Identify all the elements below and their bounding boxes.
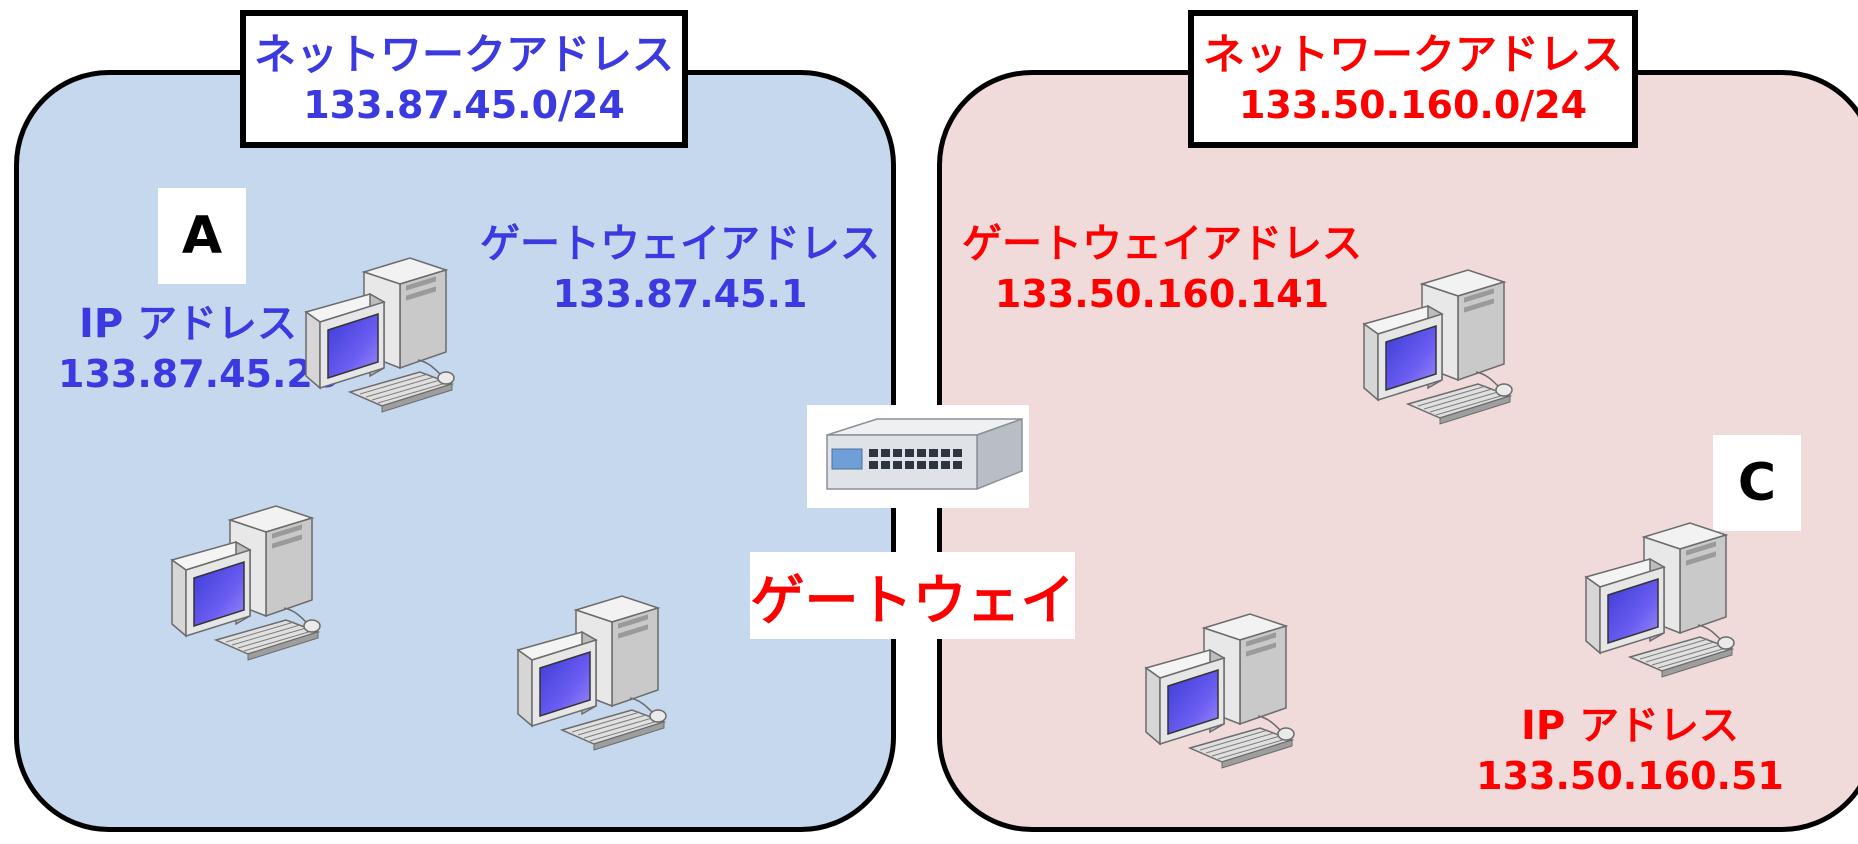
gateway-switch [807,405,1029,508]
host-a-ip-caption: IP アドレス [78,301,298,347]
host-a-ip-address: 133.87.45.26 [58,352,340,396]
desktop-computer-icon [517,595,667,751]
left-gateway-label: ゲートウェイアドレス 133.87.45.1 [470,218,890,319]
network-left-header: ネットワークアドレス 133.87.45.0/24 [240,10,688,148]
right-gateway-label: ゲートウェイアドレス 133.50.160.141 [952,218,1372,319]
desktop-computer-icon [1363,269,1513,425]
network-right-header: ネットワークアドレス 133.50.160.0/24 [1188,10,1638,148]
host-c-ip-caption: IP アドレス [1520,703,1740,749]
host-a-badge: A [158,188,246,284]
desktop-computer-icon [1585,522,1735,678]
host-c-badge: C [1713,435,1801,531]
network-left-address: 133.87.45.0/24 [303,82,625,127]
host-c-ip-address: 133.50.160.51 [1476,754,1784,798]
network-left-area [14,70,896,832]
left-gateway-caption: ゲートウェイアドレス [480,221,880,267]
network-right-address: 133.50.160.0/24 [1238,82,1588,127]
right-gateway-address: 133.50.160.141 [994,272,1330,316]
host-c-ip-label: IP アドレス 133.50.160.51 [1475,700,1785,801]
network-switch-icon [826,417,1023,491]
host-a-ip-label: IP アドレス 133.87.45.26 [58,298,340,399]
desktop-computer-icon [305,257,455,413]
gateway-label: ゲートウェイ [750,552,1075,639]
right-gateway-caption: ゲートウェイアドレス [962,221,1362,267]
network-right-title: ネットワークアドレス [1202,30,1623,79]
desktop-computer-icon [171,505,321,661]
network-left-title: ネットワークアドレス [253,30,674,79]
left-gateway-address: 133.87.45.1 [552,272,808,316]
network-right-area [937,70,1858,832]
desktop-computer-icon [1145,613,1295,769]
